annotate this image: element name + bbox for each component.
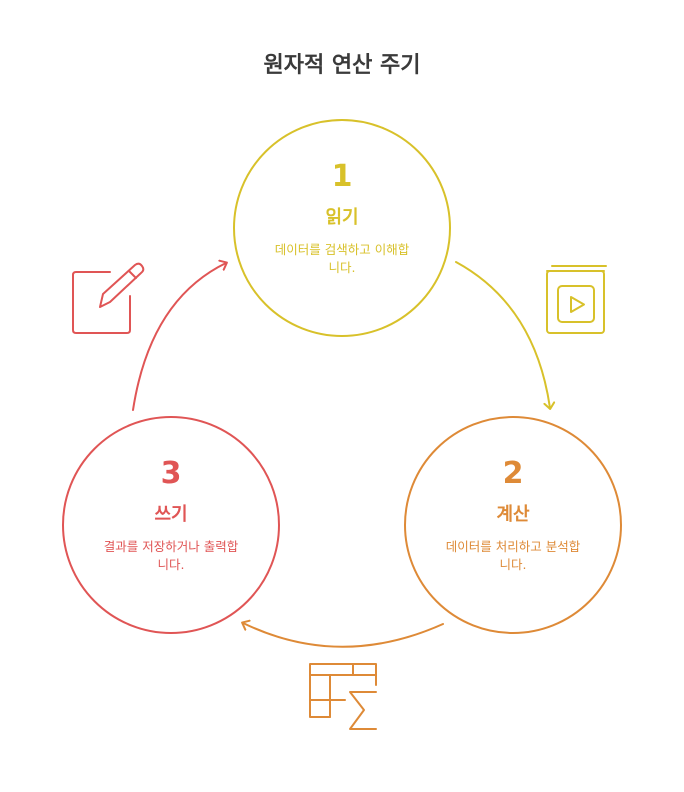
step-read-heading: 읽기 [325, 207, 358, 228]
step-read-number: 1 [332, 159, 353, 194]
step-read: 1 읽기 데이터를 검색하고 이해합 니다. [233, 119, 451, 337]
step-compute: 2 계산 데이터를 처리하고 분석합 니다. [404, 416, 622, 634]
step-compute-circle [404, 416, 622, 634]
step-write-circle [62, 416, 280, 634]
step-write-desc-line1: 결과를 저장하거나 출력합 [104, 539, 239, 554]
arrow-write-to-read [132, 259, 228, 411]
step-compute-desc-line1: 데이터를 처리하고 분석합 [446, 539, 581, 554]
step-read-desc-line2: 니다. [329, 260, 356, 275]
step-compute-desc-line2: 니다. [500, 557, 527, 572]
step-compute-number: 2 [503, 456, 524, 491]
step-write-number: 3 [161, 456, 182, 491]
arrow-read-to-compute [455, 261, 556, 410]
table-sigma-icon [309, 663, 377, 730]
video-book-icon [546, 265, 607, 334]
step-write-heading: 쓰기 [154, 504, 187, 525]
arrow-compute-to-write [241, 619, 444, 648]
step-write-desc-line2: 니다. [158, 557, 185, 572]
page-title: 원자적 연산 주기 [264, 53, 421, 78]
step-read-desc-line1: 데이터를 검색하고 이해합 [275, 242, 410, 257]
edit-pencil-icon [72, 262, 145, 334]
step-write: 3 쓰기 결과를 저장하거나 출력합 니다. [62, 416, 280, 634]
step-read-circle [233, 119, 451, 337]
step-compute-heading: 계산 [496, 504, 530, 525]
